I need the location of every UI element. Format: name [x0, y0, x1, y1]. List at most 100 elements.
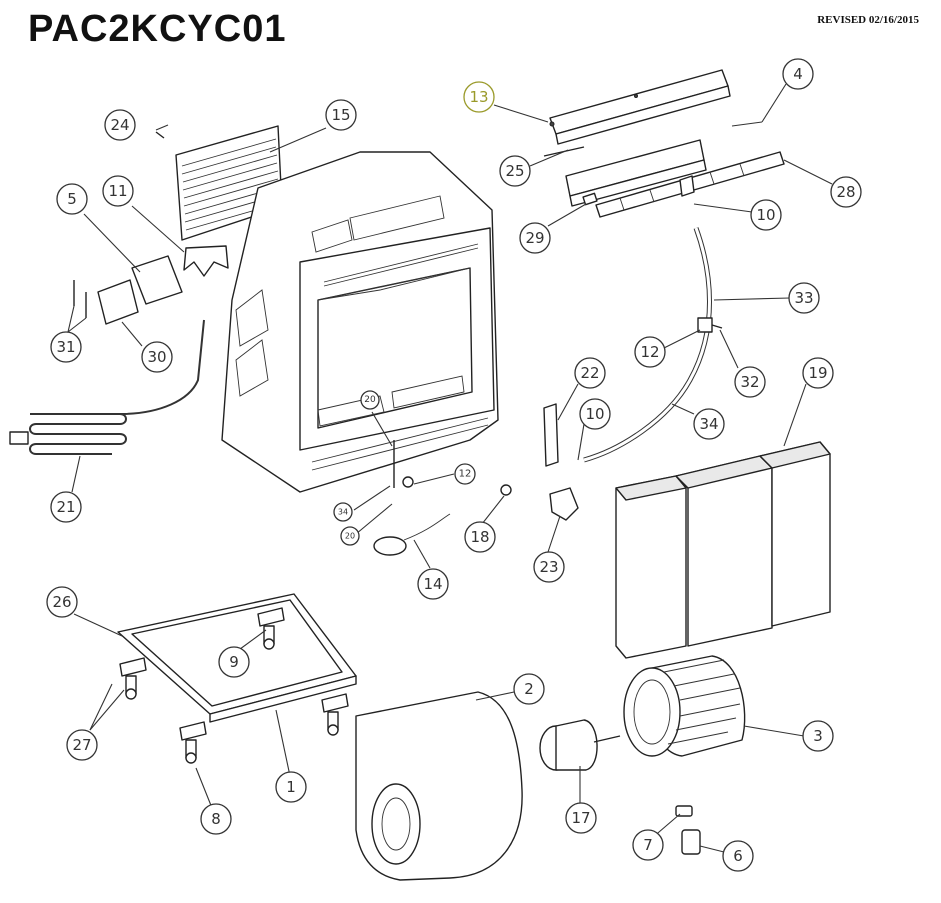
- callout-15: 14: [417, 568, 449, 600]
- callout-5: 5: [56, 183, 88, 215]
- callout-24: 24: [104, 109, 136, 141]
- drain-plug: [500, 484, 512, 496]
- svg-text:33: 33: [794, 289, 813, 307]
- callout-33-lower: 34: [693, 408, 725, 440]
- top-water-trough: [549, 69, 731, 145]
- caster-8: [179, 721, 207, 764]
- mounting-bracket: [543, 403, 559, 467]
- callout-33-upper: 33: [788, 282, 820, 314]
- callout-1: 1: [275, 771, 307, 803]
- svg-text:17: 17: [571, 809, 590, 827]
- caster-wheels: [119, 607, 349, 764]
- svg-text:29: 29: [525, 229, 544, 247]
- callout-30: 30: [141, 341, 173, 373]
- svg-text:15: 15: [331, 106, 350, 124]
- callout-28: 28: [830, 176, 862, 208]
- svg-text:3: 3: [813, 727, 823, 745]
- clip-29: [582, 192, 598, 206]
- motor-bracket: [183, 245, 229, 277]
- svg-text:1: 1: [286, 778, 296, 796]
- svg-text:5: 5: [67, 190, 77, 208]
- callout-23: 23: [533, 551, 565, 583]
- callout-11: 11: [102, 175, 134, 207]
- callout-16: 15: [325, 99, 357, 131]
- svg-text:19: 19: [808, 364, 827, 382]
- switch-plate: [97, 279, 139, 325]
- svg-text:13: 13: [469, 88, 488, 106]
- callout-18: 18: [464, 521, 496, 553]
- callout-21: 21: [50, 491, 82, 523]
- spray-tube: [595, 151, 785, 218]
- callout-20-lower: [340, 526, 360, 546]
- heater-element: [9, 319, 205, 455]
- hose-tee-fitting: [697, 317, 713, 333]
- callout-20-upper: [360, 390, 380, 410]
- model-title: PAC2KCYC01: [28, 8, 287, 50]
- svg-text:7: 7: [643, 836, 653, 854]
- capacitor: [681, 829, 701, 855]
- screws-31: [73, 280, 87, 318]
- callout-17: 17: [565, 802, 597, 834]
- revision-date: REVISED 02/16/2015: [817, 14, 919, 26]
- svg-text:26: 26: [52, 593, 71, 611]
- callout-27: 26: [46, 586, 78, 618]
- callout-4: 4: [782, 58, 814, 90]
- callout-26: 27: [66, 729, 98, 761]
- callout-7: 7: [632, 829, 664, 861]
- control-box: [131, 255, 183, 305]
- callout-2: 2: [513, 673, 545, 705]
- svg-text:25: 25: [505, 162, 524, 180]
- callout-20-lower-label: 20: [345, 532, 355, 541]
- svg-text:21: 21: [56, 498, 75, 516]
- svg-text:22: 22: [580, 364, 599, 382]
- callout-34-label: 34: [338, 508, 348, 517]
- callout-8: 8: [200, 803, 232, 835]
- callout-34: [333, 502, 353, 522]
- callout-20-upper-label: 20: [364, 395, 376, 405]
- svg-text:34: 34: [699, 415, 718, 433]
- svg-text:28: 28: [836, 183, 855, 201]
- callout-13-text: 12: [459, 469, 472, 480]
- svg-text:31: 31: [56, 338, 75, 356]
- screw-24: [155, 131, 165, 139]
- distribution-trough: [565, 139, 707, 207]
- svg-text:24: 24: [110, 116, 129, 134]
- svg-text:8: 8: [211, 810, 221, 828]
- callout-22: 22: [574, 357, 606, 389]
- svg-text:10: 10: [585, 405, 604, 423]
- water-pump: [549, 487, 579, 521]
- blower-housing: [355, 691, 523, 881]
- blower-wheel: [623, 655, 746, 757]
- callout-25: 25: [499, 155, 531, 187]
- blower-motor: [539, 719, 621, 771]
- callout-14: 13: [463, 81, 495, 113]
- svg-text:10: 10: [756, 206, 775, 224]
- svg-text:9: 9: [229, 653, 239, 671]
- cooling-pads: [615, 441, 831, 659]
- svg-text:30: 30: [147, 348, 166, 366]
- callout-31: 31: [50, 331, 82, 363]
- callout-12: 12: [634, 336, 666, 368]
- svg-text:27: 27: [72, 736, 91, 754]
- caster-rear-left: [119, 657, 147, 700]
- float-switch-assembly: [373, 440, 451, 556]
- svg-text:32: 32: [740, 373, 759, 391]
- main-cabinet-housing: [221, 151, 499, 493]
- bolt-4: [731, 121, 763, 127]
- callout-9: 9: [218, 646, 250, 678]
- capacitor-cap: [675, 805, 693, 817]
- callout-13: [454, 463, 476, 485]
- svg-text:6: 6: [733, 847, 743, 865]
- callout-10-upper: 10: [750, 199, 782, 231]
- svg-text:4: 4: [793, 65, 803, 83]
- svg-text:23: 23: [539, 558, 558, 576]
- svg-text:2: 2: [524, 680, 534, 698]
- callout-3: 3: [802, 720, 834, 752]
- caster-9: [257, 607, 285, 650]
- callout-6: 6: [722, 840, 754, 872]
- valve-handle: [711, 324, 723, 329]
- svg-text:14: 14: [423, 575, 442, 593]
- leader-lines: [67, 83, 833, 853]
- svg-text:12: 12: [640, 343, 659, 361]
- power-plug: [9, 431, 29, 445]
